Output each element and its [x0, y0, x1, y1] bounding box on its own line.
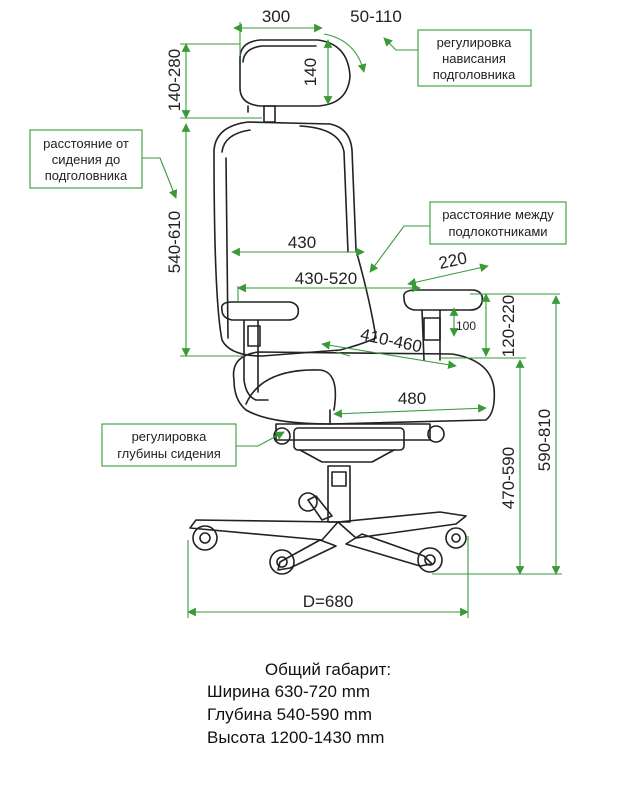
callout-line: глубины сидения	[117, 446, 221, 461]
chair-diagram: 300 50-110 140 140-280 540-610 430 430-5…	[29, 7, 567, 618]
summary-width: Ширина 630-720 mm	[207, 682, 371, 701]
callout-boxes	[29, 29, 567, 467]
callout-line: нависания	[442, 51, 506, 66]
callout-line: сидения до	[52, 152, 121, 167]
chair-outline	[189, 39, 496, 575]
backrest-width-label: 430	[288, 233, 316, 252]
seat-height-label: 470-590	[499, 447, 518, 509]
arm-height-adjust-label: 120-220	[499, 295, 518, 357]
arm-distance-label: 430-520	[295, 269, 357, 288]
callout-line: расстояние между	[442, 207, 554, 222]
callout-line: подголовника	[433, 67, 516, 82]
headrest-width-label: 300	[262, 7, 290, 26]
callout-line: подголовника	[45, 168, 128, 183]
backrest-height-label: 540-610	[165, 211, 184, 273]
base-diameter-label: D=680	[303, 592, 354, 611]
callout-headrest-overhang: регулировка нависания подголовника	[433, 35, 516, 82]
summary-depth: Глубина 540-590 mm	[207, 705, 373, 724]
seat-depth-label: 480	[398, 389, 426, 408]
callout-line: подлокотниками	[448, 224, 547, 239]
summary-title: Общий габарит:	[264, 660, 392, 679]
headrest-overhang-label: 50-110	[350, 7, 402, 26]
callout-seat-depth-adjust: регулировка глубины сидения	[117, 429, 221, 461]
headrest-adjust-label: 140-280	[165, 49, 184, 111]
arm-offset-label: 100	[456, 319, 476, 333]
overall-dimensions: Общий габарит: Ширина 630-720 mm Глубина…	[0, 660, 626, 749]
callout-line: регулировка	[437, 35, 513, 50]
arm-width-label: 220	[437, 248, 469, 272]
dimension-lines	[142, 22, 562, 618]
arm-floor-height-label: 590-810	[535, 409, 554, 471]
callout-line: расстояние от	[43, 136, 129, 151]
callout-line: регулировка	[132, 429, 208, 444]
callout-armrest-distance: расстояние между подлокотниками	[442, 207, 554, 239]
headrest-height-label: 140	[301, 58, 320, 86]
summary-height: Высота 1200-1430 mm	[207, 728, 385, 747]
callout-seat-to-headrest: расстояние от сидения до подголовника	[43, 136, 129, 183]
